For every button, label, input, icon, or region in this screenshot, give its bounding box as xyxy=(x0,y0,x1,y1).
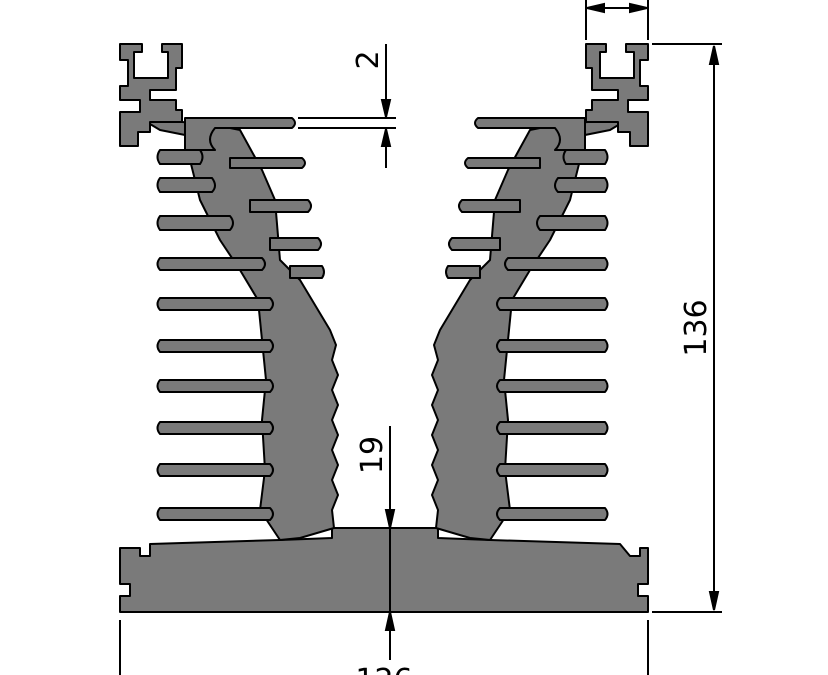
dim-2-arrow-top xyxy=(380,99,392,118)
fin-right-1 xyxy=(464,157,541,169)
dim-136-arrow-bottom xyxy=(708,591,720,611)
fin-left-2 xyxy=(156,149,204,165)
fin-right-13 xyxy=(496,463,609,477)
dim-19-arrow-bottom xyxy=(384,611,396,631)
fin-right-12 xyxy=(496,421,609,435)
fin-right-7 xyxy=(445,265,481,279)
fin-right-8 xyxy=(504,257,609,271)
dimensions xyxy=(119,0,722,675)
base-plate xyxy=(119,527,649,613)
clip-top-left xyxy=(119,43,183,147)
fin-left-7 xyxy=(289,265,325,279)
fin-right-10 xyxy=(496,339,609,353)
fin-left-14 xyxy=(156,507,274,521)
fin-left-10 xyxy=(156,339,274,353)
fin-right-14 xyxy=(496,507,609,521)
left-fins xyxy=(156,117,325,521)
fin-right-4 xyxy=(554,177,609,193)
fin-left-6 xyxy=(156,215,234,231)
fin-left-top xyxy=(184,117,296,151)
fin-left-11 xyxy=(156,379,274,393)
fin-left-5 xyxy=(269,237,322,251)
fin-left-3 xyxy=(249,199,312,213)
fin-right-2 xyxy=(562,149,609,165)
fin-left-9 xyxy=(156,297,274,311)
dim-19-label: 19 xyxy=(355,436,390,474)
dim-19-arrow-top xyxy=(384,509,396,529)
dim-2-label: 2 xyxy=(351,50,386,69)
fin-right-9 xyxy=(496,297,609,311)
heatsink-profile xyxy=(119,43,649,613)
dim-2-arrow-bottom xyxy=(380,128,392,147)
fin-left-4 xyxy=(156,177,216,193)
fin-right-3 xyxy=(458,199,521,213)
fin-right-5 xyxy=(448,237,501,251)
fin-left-12 xyxy=(156,421,274,435)
right-fins xyxy=(445,117,609,521)
fin-right-11 xyxy=(496,379,609,393)
dim-top-arrow-left xyxy=(586,2,605,14)
clip-top-right xyxy=(585,43,649,147)
dim-top-arrow-right xyxy=(629,2,648,14)
fin-left-8 xyxy=(156,257,266,271)
dim-136-label: 136 xyxy=(679,299,714,356)
dim-126-label: 126 xyxy=(355,663,412,675)
fin-left-13 xyxy=(156,463,274,477)
fin-right-6 xyxy=(536,215,609,231)
dim-136-arrow-top xyxy=(708,45,720,65)
fin-left-1 xyxy=(229,157,306,169)
fin-right-top xyxy=(474,117,586,151)
